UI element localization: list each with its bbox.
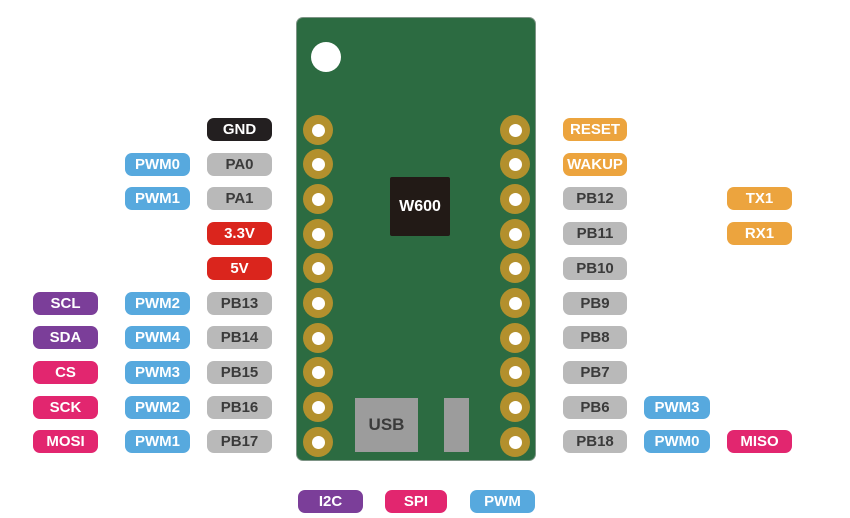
pin-label-pb12: PB12 bbox=[563, 187, 627, 210]
legend-spi: SPI bbox=[385, 490, 447, 513]
right-solder-pad-7 bbox=[500, 323, 530, 353]
left-solder-pad-6 bbox=[303, 288, 333, 318]
left-solder-pad-7 bbox=[303, 323, 333, 353]
pwm-label: PWM3 bbox=[644, 396, 710, 419]
pin-label-pb11: PB11 bbox=[563, 222, 627, 245]
pin-label-pb7: PB7 bbox=[563, 361, 627, 384]
left-solder-pad-1 bbox=[303, 115, 333, 145]
usb-connector: USB bbox=[355, 398, 418, 452]
left-solder-pad-5 bbox=[303, 253, 333, 283]
pwm-label: PWM2 bbox=[125, 292, 190, 315]
right-solder-pad-2 bbox=[500, 149, 530, 179]
left-solder-pad-4 bbox=[303, 219, 333, 249]
right-solder-pad-6 bbox=[500, 288, 530, 318]
pin-label-pb9: PB9 bbox=[563, 292, 627, 315]
pin-label-pa0: PA0 bbox=[207, 153, 272, 176]
usb-label: USB bbox=[368, 415, 405, 434]
pwm-label: PWM4 bbox=[125, 326, 190, 349]
legend-pwm: PWM bbox=[470, 490, 535, 513]
pin-label-pb18: PB18 bbox=[563, 430, 627, 453]
pwm-label: PWM3 bbox=[125, 361, 190, 384]
pin-label-pb14: PB14 bbox=[207, 326, 272, 349]
pin-label-3.3v: 3.3V bbox=[207, 222, 272, 245]
right-solder-pad-4 bbox=[500, 219, 530, 249]
function-label-cs: CS bbox=[33, 361, 98, 384]
function-label-tx1: TX1 bbox=[727, 187, 792, 210]
smd-component bbox=[444, 398, 469, 452]
right-solder-pad-8 bbox=[500, 357, 530, 387]
w600-chip: W600 bbox=[390, 177, 450, 236]
pin-label-pb10: PB10 bbox=[563, 257, 627, 280]
function-label-sck: SCK bbox=[33, 396, 98, 419]
pin-label-5v: 5V bbox=[207, 257, 272, 280]
right-solder-pad-5 bbox=[500, 253, 530, 283]
chip-label: W600 bbox=[399, 197, 441, 215]
left-solder-pad-3 bbox=[303, 184, 333, 214]
pin-label-gnd: GND bbox=[207, 118, 272, 141]
function-label-sda: SDA bbox=[33, 326, 98, 349]
pwm-label: PWM1 bbox=[125, 187, 190, 210]
pcb-board: W600 USB bbox=[297, 18, 535, 460]
left-solder-pad-9 bbox=[303, 392, 333, 422]
pin-label-pb15: PB15 bbox=[207, 361, 272, 384]
right-solder-pad-3 bbox=[500, 184, 530, 214]
function-label-scl: SCL bbox=[33, 292, 98, 315]
right-solder-pad-10 bbox=[500, 427, 530, 457]
pin-label-pb13: PB13 bbox=[207, 292, 272, 315]
pin-label-pb17: PB17 bbox=[207, 430, 272, 453]
left-solder-pad-8 bbox=[303, 357, 333, 387]
mounting-hole bbox=[311, 42, 341, 72]
pin-label-pb16: PB16 bbox=[207, 396, 272, 419]
function-label-miso: MISO bbox=[727, 430, 792, 453]
legend-i2c: I2C bbox=[298, 490, 363, 513]
function-label-rx1: RX1 bbox=[727, 222, 792, 245]
pin-label-wakup: WAKUP bbox=[563, 153, 627, 176]
pin-label-reset: RESET bbox=[563, 118, 627, 141]
pin-label-pb6: PB6 bbox=[563, 396, 627, 419]
function-label-mosi: MOSI bbox=[33, 430, 98, 453]
pwm-label: PWM0 bbox=[125, 153, 190, 176]
pin-label-pb8: PB8 bbox=[563, 326, 627, 349]
pin-label-pa1: PA1 bbox=[207, 187, 272, 210]
pwm-label: PWM0 bbox=[644, 430, 710, 453]
left-solder-pad-2 bbox=[303, 149, 333, 179]
left-solder-pad-10 bbox=[303, 427, 333, 457]
right-solder-pad-9 bbox=[500, 392, 530, 422]
pwm-label: PWM2 bbox=[125, 396, 190, 419]
right-solder-pad-1 bbox=[500, 115, 530, 145]
pwm-label: PWM1 bbox=[125, 430, 190, 453]
